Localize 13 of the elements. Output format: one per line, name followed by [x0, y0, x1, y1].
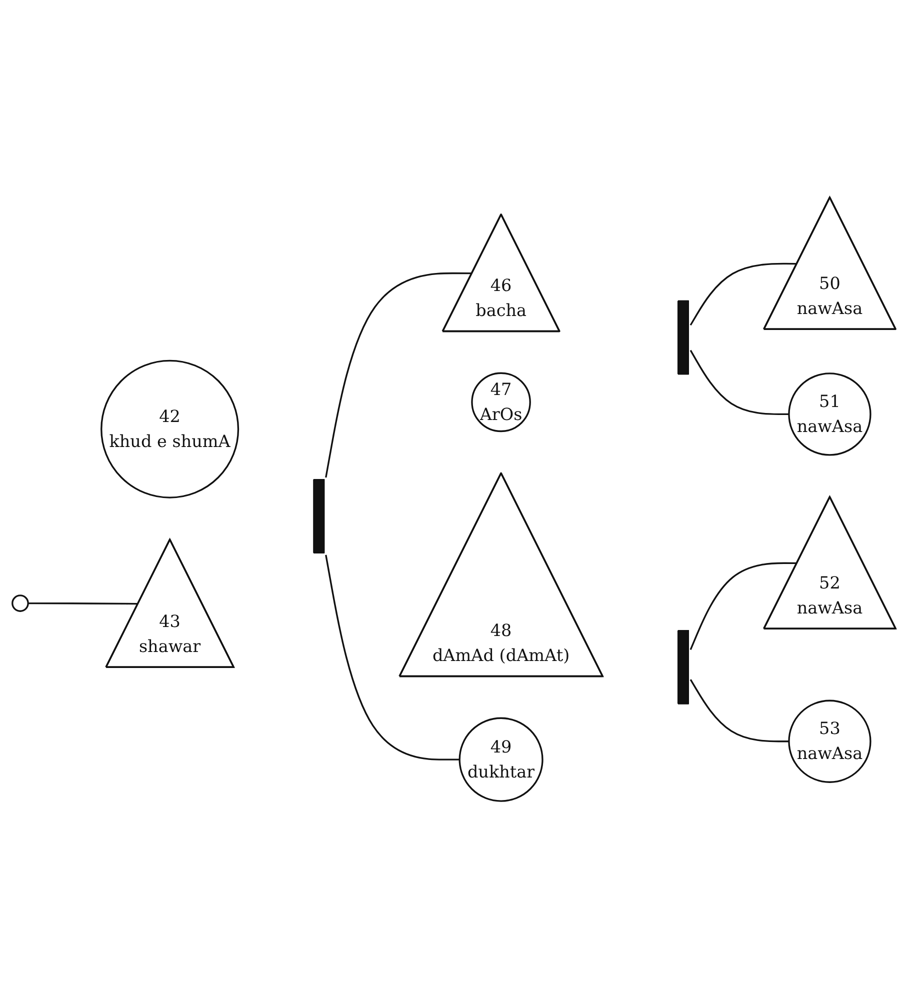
connector: [690, 678, 789, 742]
node-circle: 47 ArOs: [471, 372, 531, 432]
node-circle: 49 dukhtar: [458, 717, 544, 802]
connector: [325, 272, 472, 478]
node-circle: 53 nawAsa: [788, 700, 872, 783]
connector: [28, 602, 138, 604]
node-circle: 51 nawAsa: [788, 372, 872, 456]
connector: [690, 262, 798, 326]
connector: [325, 554, 460, 760]
connector: [690, 350, 789, 415]
node-circle: 42 khud e shumA: [100, 360, 240, 498]
connector: [690, 562, 798, 650]
node-circle: [12, 594, 29, 612]
